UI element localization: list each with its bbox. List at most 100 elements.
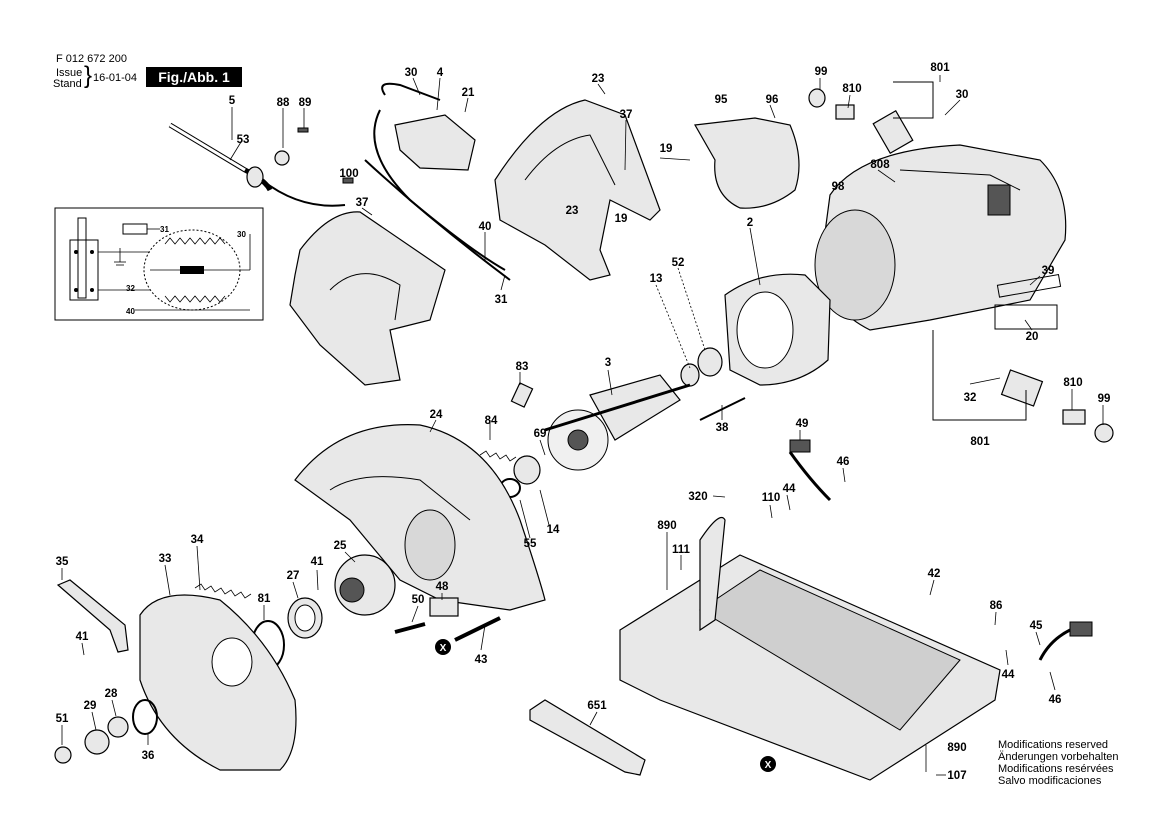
part-label-23-mid: 23	[566, 205, 579, 217]
part-label-2: 2	[747, 217, 753, 229]
note-es: Salvo modificaciones	[998, 775, 1102, 787]
part-label-36: 36	[142, 750, 155, 762]
part-label-49: 49	[796, 418, 809, 430]
note-fr: Modifications resérvées	[998, 763, 1114, 775]
part-label-25: 25	[334, 540, 347, 552]
part-label-99-top: 99	[815, 66, 828, 78]
part-label-53: 53	[237, 134, 250, 146]
part-label-48: 48	[436, 581, 449, 593]
gear-spindle	[251, 554, 501, 670]
lever-35	[56, 579, 129, 653]
part-label-110: 110	[762, 492, 781, 504]
field-stator	[724, 273, 831, 386]
part-label-41-top: 41	[311, 556, 324, 568]
part-label-107: 107	[947, 770, 966, 782]
part-label-50: 50	[412, 594, 425, 606]
part-label-4: 4	[437, 67, 444, 79]
upper-blade-guard	[294, 424, 546, 611]
brush-cover	[694, 117, 800, 209]
part-label-83: 83	[516, 361, 529, 373]
schematic-label-31: 31	[160, 225, 169, 234]
screw-38	[699, 397, 746, 421]
motor-housing	[814, 144, 1067, 331]
part-label-20: 20	[1026, 331, 1039, 343]
document-number: F 012 672 200	[56, 53, 127, 65]
part-label-35: 35	[56, 556, 69, 568]
part-label-41-left: 41	[76, 631, 89, 643]
part-label-44-bottom: 44	[1002, 669, 1015, 681]
figure-label: Fig./Abb. 1	[146, 67, 242, 87]
handle-half-right	[494, 99, 661, 281]
part-label-43: 43	[475, 654, 488, 666]
brace-glyph: }	[84, 62, 93, 89]
part-label-30: 30	[405, 67, 418, 79]
part-label-37: 37	[356, 197, 369, 209]
schematic-label-30: 30	[237, 230, 246, 239]
part-label-99-bottom: 99	[1098, 393, 1111, 405]
ref-marker-x-2-label: X	[765, 760, 772, 771]
wiring-schematic: 31 30 32 40	[54, 207, 264, 321]
part-label-40: 40	[479, 221, 492, 233]
ref-marker-x-2	[760, 756, 776, 772]
ref-marker-x-1	[435, 639, 451, 655]
part-label-810-top: 810	[842, 83, 861, 95]
part-label-69: 69	[534, 428, 547, 440]
leader-lines	[61, 75, 1104, 776]
part-label-32: 32	[964, 392, 977, 404]
bracket-801-bottom	[932, 330, 1027, 421]
part-label-55: 55	[524, 538, 537, 550]
part-label-84: 84	[485, 415, 498, 427]
part-label-801-top: 801	[930, 62, 950, 74]
power-cord	[168, 122, 346, 207]
part-label-13: 13	[650, 273, 663, 285]
part-label-28: 28	[105, 688, 118, 700]
part-label-34: 34	[191, 534, 204, 546]
part-label-19-mid: 19	[615, 213, 628, 225]
part-label-39: 39	[1042, 265, 1055, 277]
part-label-33: 33	[159, 553, 172, 565]
depth-lever-49	[788, 439, 832, 502]
part-label-5: 5	[229, 95, 236, 107]
issue-date: 16-01-04	[93, 72, 138, 84]
part-label-890-top: 890	[657, 520, 676, 532]
part-label-89: 89	[299, 97, 312, 109]
brush-holder-bottom	[1000, 369, 1114, 443]
wrench-651	[529, 699, 646, 776]
part-label-320: 320	[688, 491, 707, 503]
part-label-88: 88	[277, 97, 290, 109]
part-label-100: 100	[339, 168, 358, 180]
part-label-42: 42	[928, 568, 941, 580]
schematic-label-32: 32	[126, 284, 135, 293]
cord-clamp	[274, 127, 354, 184]
ref-marker-x-1-label: X	[440, 643, 447, 654]
part-label-81: 81	[258, 593, 271, 605]
part-label-19-top: 19	[660, 143, 673, 155]
part-label-3: 3	[605, 357, 611, 369]
part-label-46-bottom: 46	[1049, 694, 1062, 706]
issue-label: Issue	[56, 67, 83, 79]
part-label-95: 95	[715, 94, 728, 106]
baseplate	[619, 516, 1001, 781]
part-label-46-top: 46	[837, 456, 850, 468]
part-label-31: 31	[495, 294, 508, 306]
switch-assembly	[364, 82, 511, 281]
part-label-38: 38	[716, 422, 729, 434]
part-label-29: 29	[84, 700, 97, 712]
schematic-label-40: 40	[126, 307, 135, 316]
bracket-801-top	[893, 81, 934, 119]
part-label-651: 651	[587, 700, 607, 712]
lower-blade-guard	[139, 594, 297, 771]
part-label-23-top: 23	[592, 73, 605, 85]
part-label-21: 21	[462, 87, 475, 99]
flange-washer-group	[54, 699, 158, 764]
part-label-14: 14	[547, 524, 560, 536]
part-label-27: 27	[287, 570, 300, 582]
part-label-30-top: 30	[956, 89, 969, 101]
spring-34	[194, 583, 252, 599]
part-label-44-top: 44	[783, 483, 796, 495]
brush-holder-top	[808, 88, 914, 155]
part-label-45: 45	[1030, 620, 1043, 632]
armature	[544, 374, 691, 471]
part-labels: 5 53 88 89 30 4 21 100 37 40 31 23 37 19…	[56, 62, 1111, 782]
bearings-13-52	[680, 347, 723, 387]
